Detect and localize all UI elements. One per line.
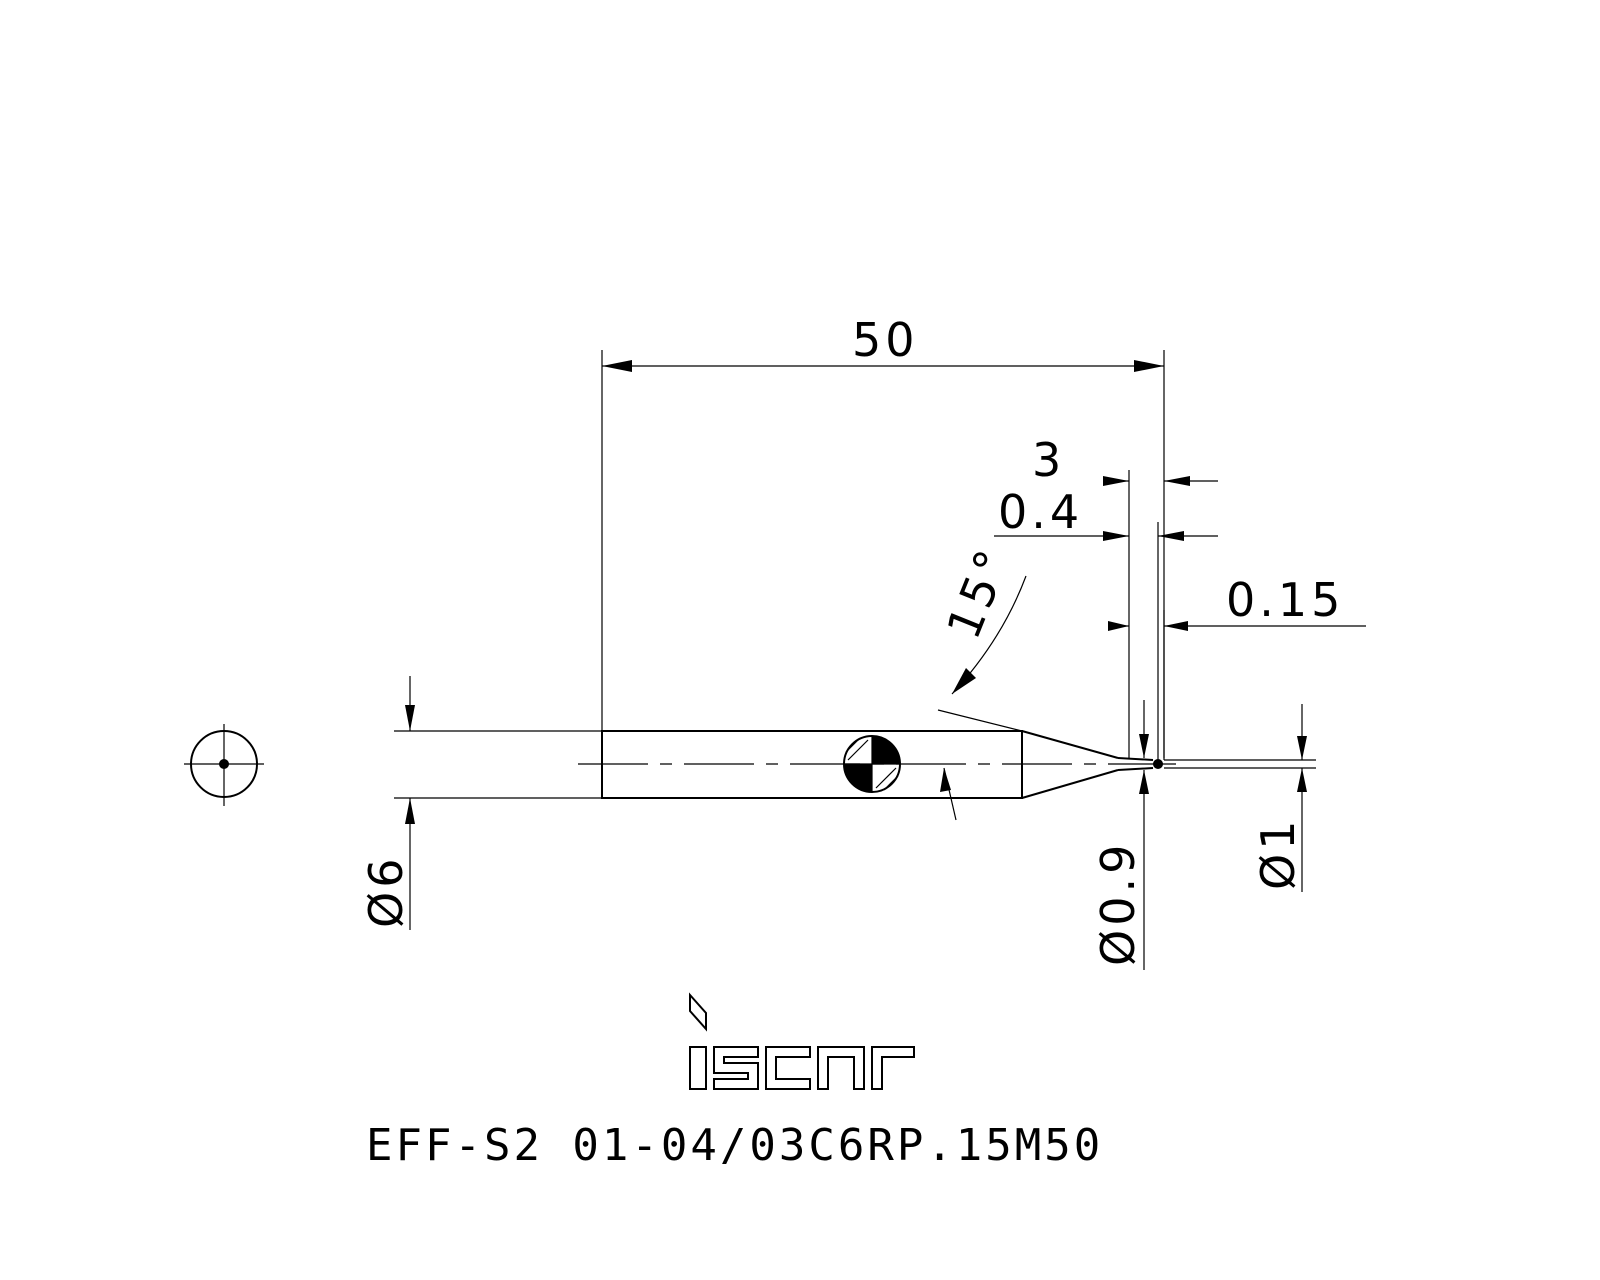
balance-mark-icon: [843, 735, 901, 793]
dimension-tip-step: 0.15: [1108, 573, 1366, 631]
dimension-taper-step: 0.4: [994, 485, 1218, 541]
part-number: EFF-S2 01-04/03C6RP.15M50: [366, 1120, 1103, 1171]
dimension-taper-angle: 15°: [936, 539, 1027, 732]
dimension-ball-diameter: Ø1: [1164, 704, 1316, 892]
dim-shank-diameter-label: Ø6: [359, 855, 413, 928]
dimension-neck-length: 3: [1032, 433, 1218, 487]
dim-tip-step-label: 0.15: [1226, 573, 1344, 627]
iscar-logo: iscar: [689, 992, 915, 1090]
dimension-neck-diameter: Ø0.9: [1091, 700, 1149, 970]
dim-neck-diameter-label: Ø0.9: [1091, 841, 1145, 966]
dimension-shank-diameter: Ø6: [359, 676, 602, 930]
dimension-overall-length: 50: [601, 313, 1165, 758]
dim-neck-length-label: 3: [1032, 433, 1065, 487]
dim-taper-step-label: 0.4: [998, 485, 1083, 539]
section-indicator: [940, 767, 957, 821]
tip-extension-lines: [1128, 470, 1165, 760]
dim-taper-angle-label: 15°: [936, 539, 1021, 646]
end-view-symbol-icon: [184, 724, 264, 806]
dim-overall-length-label: 50: [852, 313, 919, 367]
dim-ball-diameter-label: Ø1: [1251, 817, 1305, 890]
